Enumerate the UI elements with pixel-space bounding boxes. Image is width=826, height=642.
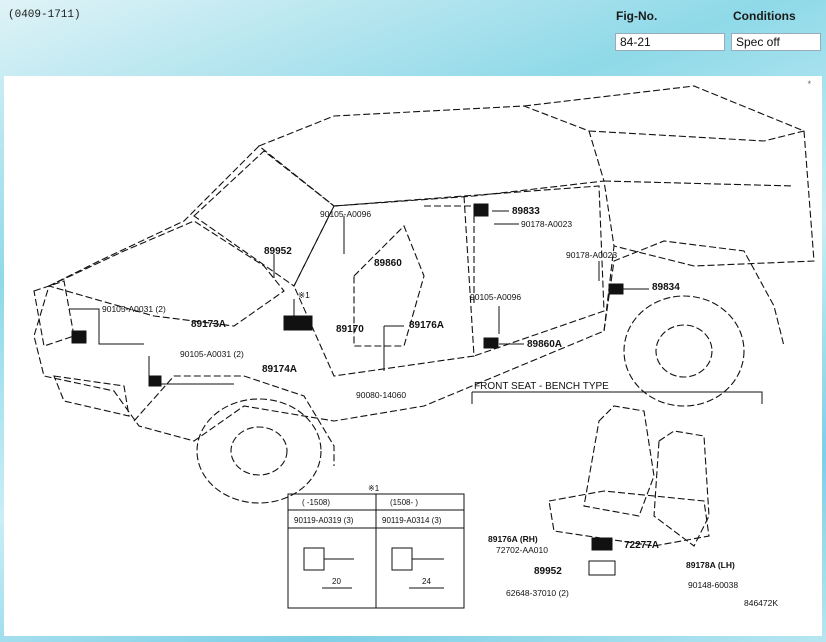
label-89176a-rh: 89176A (RH) (488, 534, 538, 544)
sensor-89860a (483, 337, 499, 349)
rear-seat (424, 205, 475, 306)
label-89860: 89860 (374, 258, 402, 269)
truck-roof (257, 105, 605, 207)
sensor-89833 (473, 203, 489, 217)
fig-no-field[interactable]: 84-21 (615, 33, 725, 51)
table-col2-head: (1508- ) (390, 498, 418, 507)
conditions-label: Conditions (733, 9, 796, 23)
hood (47, 220, 285, 327)
label-89860a: 89860A (527, 339, 562, 350)
label-72277a: 72277A (624, 540, 659, 551)
label-72702: 72702-AA010 (496, 545, 548, 555)
label-90080-14060: 90080-14060 (356, 390, 406, 400)
front-wheel (196, 398, 322, 504)
bench-title: FRONT SEAT - BENCH TYPE (474, 381, 609, 392)
label-90105-a0096-mid: 90105-A0096 (470, 292, 521, 302)
sensor-89174a (148, 375, 162, 387)
rear-fender (603, 240, 785, 347)
bench-seat-cushion (548, 490, 710, 547)
table-col1-part: 90119-A0319 (3) (294, 516, 354, 525)
label-89952: 89952 (264, 246, 292, 257)
table-col2-part: 90119-A0314 (3) (382, 516, 442, 525)
front-wheel-hub (230, 426, 288, 476)
table-title: ※1 (368, 484, 380, 493)
label-89173a: 89173A (191, 319, 226, 330)
rear-wheel-hub (655, 324, 713, 378)
front-fender (133, 375, 335, 466)
corner-mark: * (806, 80, 812, 90)
conditions-field[interactable]: Spec off (731, 33, 821, 51)
module-72277a (591, 537, 613, 551)
label-90178-a0023-top: 90178-A0023 (521, 219, 572, 229)
label-89833: 89833 (512, 206, 540, 217)
label-90148: 90148-60038 (688, 580, 738, 590)
bench-seat-back-left (583, 405, 655, 517)
bolt-24mm (391, 547, 413, 571)
sensor-89170 (283, 315, 313, 331)
label-62648: 62648-37010 (2) (506, 588, 569, 598)
doc-code: (0409-1711) (8, 9, 81, 21)
grille (33, 280, 130, 417)
label-89178a-lh: 89178A (LH) (686, 560, 735, 570)
label-89176a: 89176A (409, 320, 444, 331)
truck-cab (33, 145, 615, 442)
label-89834: 89834 (652, 282, 680, 293)
windshield (193, 150, 335, 287)
table-col1-head: ( -1508) (302, 498, 330, 507)
figure-ref: 846472K (744, 598, 778, 608)
truck-bed-inner (588, 130, 805, 187)
table-col1-dim: 20 (332, 577, 341, 586)
fastener-table (287, 493, 465, 609)
label-89174a: 89174A (262, 364, 297, 375)
table-col2-dim: 24 (422, 577, 431, 586)
label-90105-a0031-b: 90105-A0031 (2) (180, 349, 244, 359)
diagram-canvas: 90105-A0096 89833 90178-A0023 89952 8986… (4, 76, 822, 636)
label-note1: ※1 (298, 290, 310, 300)
label-89952-bench: 89952 (534, 566, 562, 577)
fig-no-label: Fig-No. (616, 9, 658, 23)
module-89952 (588, 560, 616, 576)
label-90105-a0031-a: 90105-A0031 (2) (102, 304, 166, 314)
label-90105-a0096-top: 90105-A0096 (320, 209, 371, 219)
label-90178-a0023-right: 90178-A0023 (566, 250, 617, 260)
bench-seat-back-right (653, 430, 710, 547)
rear-wheel (623, 295, 745, 407)
truck-bed (523, 85, 815, 267)
bolt-20mm (303, 547, 325, 571)
parts-diagram: 90105-A0096 89833 90178-A0023 89952 8986… (33, 85, 815, 609)
sensor-89173a (71, 330, 87, 344)
front-seat (353, 225, 425, 347)
sensor-89834 (608, 283, 624, 295)
front-door (293, 195, 475, 377)
label-89170: 89170 (336, 324, 364, 335)
